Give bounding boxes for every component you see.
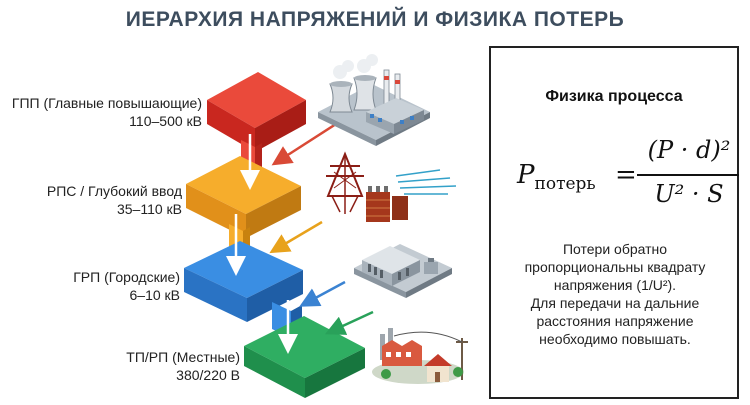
level-name: ГПП (Главные повышающие) [11, 95, 202, 111]
formula-lhs-subscript: потерь [534, 174, 596, 194]
level-voltage: 35–110 кВ [116, 201, 182, 217]
explanation-line: расстояния напряжение [536, 313, 694, 329]
transmission-tower-icon [326, 151, 457, 222]
level-label-rps: РПС / Глубокий ввод 35–110 кВ [2, 182, 182, 218]
icon-arrow-green [324, 310, 374, 335]
physics-explanation: Потери обратно пропорциональны квадрату … [501, 240, 729, 348]
page-title: ИЕРАРХИЯ НАПРЯЖЕНИЙ И ФИЗИКА ПОТЕРЬ [125, 8, 625, 31]
physics-heading: Физика процесса [545, 88, 683, 105]
level-voltage: 6–10 кВ [129, 287, 181, 303]
icon-arrow-blue [299, 280, 346, 307]
power-plant-icon [318, 54, 430, 146]
explanation-line: необходимо повышать. [539, 331, 691, 347]
formula-equals: = [615, 160, 637, 190]
level-block-gpp [207, 72, 306, 152]
level-block-rps [186, 156, 301, 238]
level-label-grp: ГРП (Городские) 6–10 кВ [2, 268, 180, 304]
explanation-line: пропорциональны квадрату [524, 259, 706, 275]
formula-fraction-bar [637, 174, 739, 176]
level-block-tp [244, 316, 365, 398]
explanation-line: напряжения (1/U²). [553, 277, 677, 293]
level-voltage: 110–500 кВ [129, 113, 202, 129]
physics-panel: Физика процесса Pпотерь = (P · d)² U² · … [489, 46, 739, 399]
level-label-gpp: ГПП (Главные повышающие) 110–500 кВ [2, 94, 202, 130]
formula-lhs-symbol: P [517, 160, 535, 190]
formula-lhs: Pпотерь [517, 160, 596, 194]
explanation-line: Потери обратно [562, 241, 668, 257]
level-name: ТП/РП (Местные) [126, 349, 240, 365]
level-voltage: 380/220 В [176, 367, 240, 383]
formula-denominator: U² · S [654, 180, 724, 208]
level-label-tp: ТП/РП (Местные) 380/220 В [2, 348, 240, 384]
houses-icon [372, 328, 468, 384]
icon-arrow-orange [269, 220, 323, 254]
formula-numerator: (P · d)² [647, 136, 731, 164]
loss-formula: Pпотерь = (P · d)² U² · S [509, 136, 739, 216]
icon-arrow-red [271, 122, 337, 166]
level-name: ГРП (Городские) [73, 269, 180, 285]
level-name: РПС / Глубокий ввод [46, 183, 182, 199]
explanation-line: Для передачи на дальние [530, 295, 700, 311]
city-substation-icon [354, 244, 452, 298]
